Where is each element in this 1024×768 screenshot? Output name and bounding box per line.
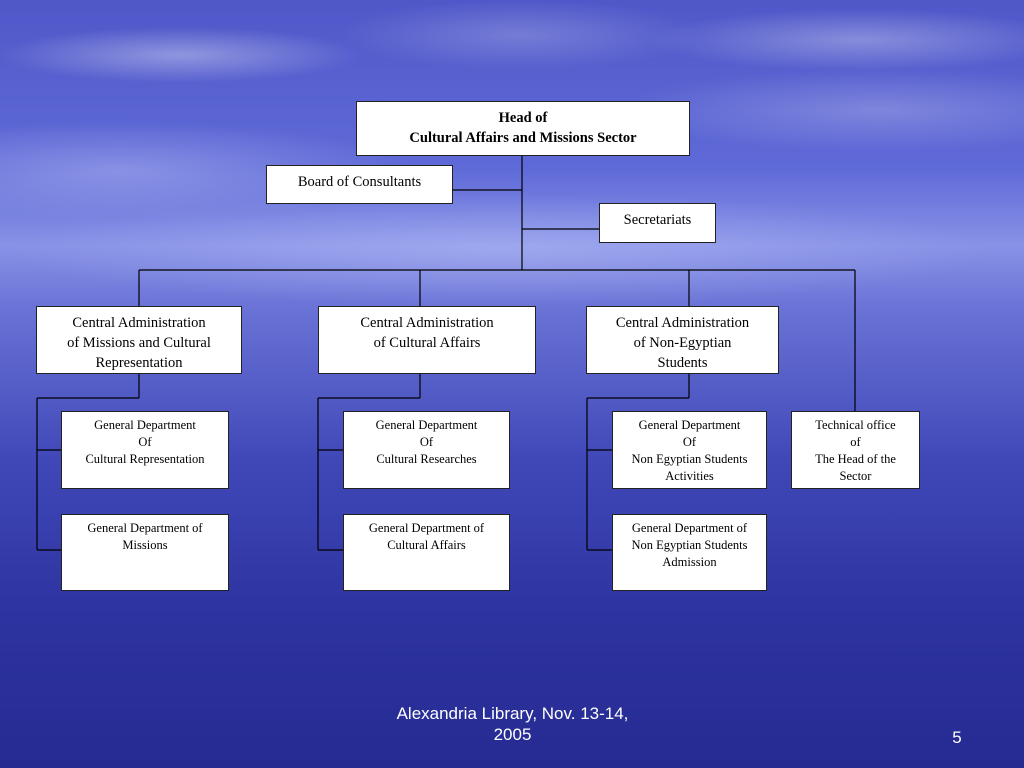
- box-text-line: Of: [682, 435, 697, 449]
- footer-text: Alexandria Library, Nov. 13-14, 2005: [360, 703, 665, 745]
- box-text-line: Of: [138, 435, 152, 449]
- box-text-line: General Department: [638, 418, 741, 432]
- box-text-line: Missions: [122, 538, 168, 552]
- page-number: 5: [952, 728, 962, 747]
- admin-missions-box: Central Administration of Missions and Cu…: [36, 306, 242, 374]
- box-text-line: Head of: [498, 110, 548, 126]
- box-text-line: General Department: [375, 418, 478, 432]
- box-text-line: Cultural Representation: [85, 452, 205, 466]
- footer-line-1: Alexandria Library, Nov. 13-14,: [396, 704, 629, 723]
- secretariats-box: Secretariats: [599, 203, 716, 243]
- box-text-line: General Department: [94, 418, 196, 432]
- box-text-line: Non Egyptian Students: [631, 538, 748, 552]
- box-text-line: Board of Consultants: [297, 174, 422, 190]
- box-text-line: Students: [657, 355, 708, 371]
- box-text-line: Central Administration: [615, 315, 750, 331]
- box-text-line: Central Administration: [360, 315, 494, 331]
- box-text-line: of Non-Egyptian: [633, 335, 732, 351]
- box-text-line: Central Administration: [72, 315, 206, 331]
- admin-cultural-affairs-box: Central Administration of Cultural Affair…: [318, 306, 536, 374]
- dept-cultural-affairs-box: General Department of Cultural Affairs: [343, 514, 510, 591]
- box-text-line: of Cultural Affairs: [373, 335, 481, 351]
- box-text-line: Non Egyptian Students: [631, 452, 748, 466]
- box-text-line: Cultural Affairs and Missions Sector: [409, 130, 637, 146]
- dept-missions-box: General Department of Missions: [61, 514, 229, 591]
- box-text-line: Sector: [839, 469, 872, 483]
- box-text-line: of Missions and Cultural: [67, 335, 211, 351]
- box-text-line: Technical office: [815, 418, 896, 432]
- box-text-line: Secretariats: [623, 212, 692, 228]
- box-text-line: Representation: [95, 355, 183, 371]
- footer-line-2: 2005: [493, 725, 532, 744]
- box-text-line: Of: [419, 435, 434, 449]
- head-of-sector-box: Head of Cultural Affairs and Missions Sec…: [356, 101, 690, 156]
- dept-non-egyptian-admission-box: General Department of Non Egyptian Studen…: [612, 514, 767, 591]
- box-text-line: of: [850, 435, 861, 449]
- box-text-line: Cultural Affairs: [387, 538, 466, 552]
- board-of-consultants-box: Board of Consultants: [266, 165, 453, 204]
- box-text-line: General Department of: [631, 521, 748, 535]
- box-text-line: The Head of the: [815, 452, 896, 466]
- box-text-line: Activities: [665, 469, 714, 483]
- box-text-line: Cultural Researches: [376, 452, 477, 466]
- box-text-line: General Department of: [368, 521, 485, 535]
- box-text-line: Admission: [662, 555, 717, 569]
- box-text-line: General Department of: [87, 521, 203, 535]
